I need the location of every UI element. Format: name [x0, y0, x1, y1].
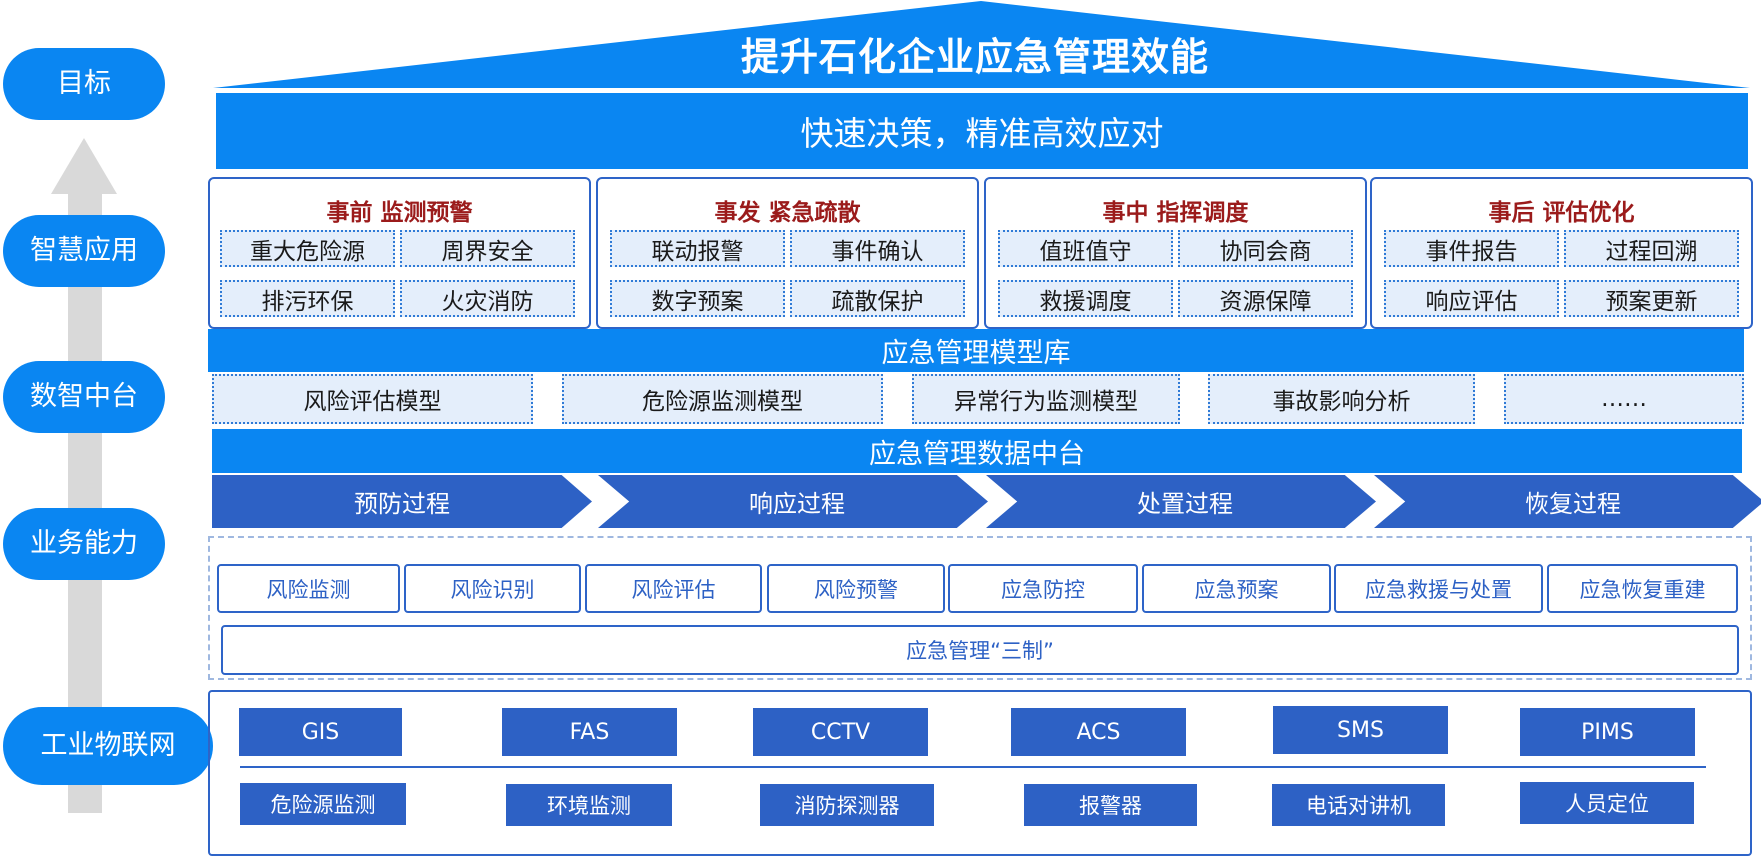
layer-label-iot: 工业物联网 — [3, 707, 213, 785]
model-item: 事故影响分析 — [1208, 374, 1475, 424]
iot-device: 消防探测器 — [760, 784, 934, 826]
phase-in-event: 事中 指挥调度 值班值守 协同会商 救援调度 资源保障 — [984, 177, 1367, 329]
goal-title: 提升石化企业应急管理效能 — [740, 35, 1209, 79]
phase-item: 重大危险源 — [220, 230, 395, 267]
layer-label-business: 业务能力 — [3, 508, 165, 580]
phase-item: 事件确认 — [790, 230, 965, 267]
phase-item: 数字预案 — [610, 280, 785, 317]
model-item: 异常行为监测模型 — [912, 374, 1180, 424]
capability-item: 应急救援与处置 — [1334, 564, 1543, 613]
model-item-more: …… — [1504, 374, 1744, 424]
iot-system: ACS — [1011, 708, 1186, 756]
upward-arrow-head — [51, 138, 117, 194]
phase-item: 值班值守 — [998, 230, 1173, 267]
phase-item: 预案更新 — [1564, 280, 1739, 317]
model-library-band: 应急管理模型库 — [208, 329, 1744, 372]
phase-item: 周界安全 — [400, 230, 575, 267]
iot-system: CCTV — [753, 708, 928, 756]
capability-item: 风险评估 — [585, 564, 762, 613]
phase-occurrence: 事发 紧急疏散 联动报警 事件确认 数字预案 疏散保护 — [596, 177, 979, 329]
phase-title: 事发 紧急疏散 — [714, 200, 861, 226]
phase-item: 疏散保护 — [790, 280, 965, 317]
phase-pre-event: 事前 监测预警 重大危险源 周界安全 排污环保 火灾消防 — [208, 177, 591, 329]
phase-item: 事件报告 — [1384, 230, 1559, 267]
phase-item: 火灾消防 — [400, 280, 575, 317]
phase-item: 联动报警 — [610, 230, 785, 267]
capability-item: 风险监测 — [217, 564, 400, 613]
phase-item: 响应评估 — [1384, 280, 1559, 317]
layer-label-data-platform: 数智中台 — [3, 361, 165, 433]
capability-item: 应急防控 — [948, 564, 1138, 613]
phase-post-event: 事后 评估优化 事件报告 过程回溯 响应评估 预案更新 — [1370, 177, 1753, 329]
capability-item: 应急恢复重建 — [1547, 564, 1738, 613]
phase-item: 排污环保 — [220, 280, 395, 317]
goal-subtitle-band: 快速决策，精准高效应对 — [216, 93, 1748, 169]
iot-device: 报警器 — [1024, 784, 1197, 826]
iot-divider — [240, 766, 1706, 768]
phase-title: 事前 监测预警 — [326, 200, 473, 226]
phase-title: 事后 评估优化 — [1488, 200, 1635, 226]
capability-item: 应急预案 — [1142, 564, 1331, 613]
capability-item: 风险识别 — [404, 564, 581, 613]
iot-device: 人员定位 — [1520, 782, 1694, 824]
data-platform-band: 应急管理数据中台 — [212, 429, 1742, 473]
phase-item: 过程回溯 — [1564, 230, 1739, 267]
iot-system: SMS — [1273, 706, 1448, 754]
phase-item: 协同会商 — [1178, 230, 1353, 267]
goal-roof — [213, 1, 1750, 88]
capability-item: 风险预警 — [767, 564, 945, 613]
iot-device: 危险源监测 — [240, 783, 406, 825]
layer-label-smart-apps: 智慧应用 — [3, 215, 165, 287]
model-item: 危险源监测模型 — [562, 374, 883, 424]
process-prevention: 预防过程 — [212, 475, 592, 528]
iot-system: PIMS — [1520, 708, 1695, 756]
process-recovery: 恢复过程 — [1374, 475, 1761, 528]
capability-three-systems: 应急管理“三制” — [221, 625, 1739, 675]
iot-device: 环境监测 — [506, 784, 672, 826]
process-disposal: 处置过程 — [986, 475, 1376, 528]
layer-label-goal: 目标 — [3, 48, 165, 120]
iot-system: GIS — [239, 708, 402, 756]
capability-frame — [208, 536, 1752, 680]
process-response: 响应过程 — [598, 475, 988, 528]
iot-device: 电话对讲机 — [1272, 784, 1445, 826]
phase-item: 救援调度 — [998, 280, 1173, 317]
phase-item: 资源保障 — [1178, 280, 1353, 317]
model-item: 风险评估模型 — [212, 374, 533, 424]
phase-title: 事中 指挥调度 — [1102, 200, 1249, 226]
iot-system: FAS — [502, 708, 677, 756]
